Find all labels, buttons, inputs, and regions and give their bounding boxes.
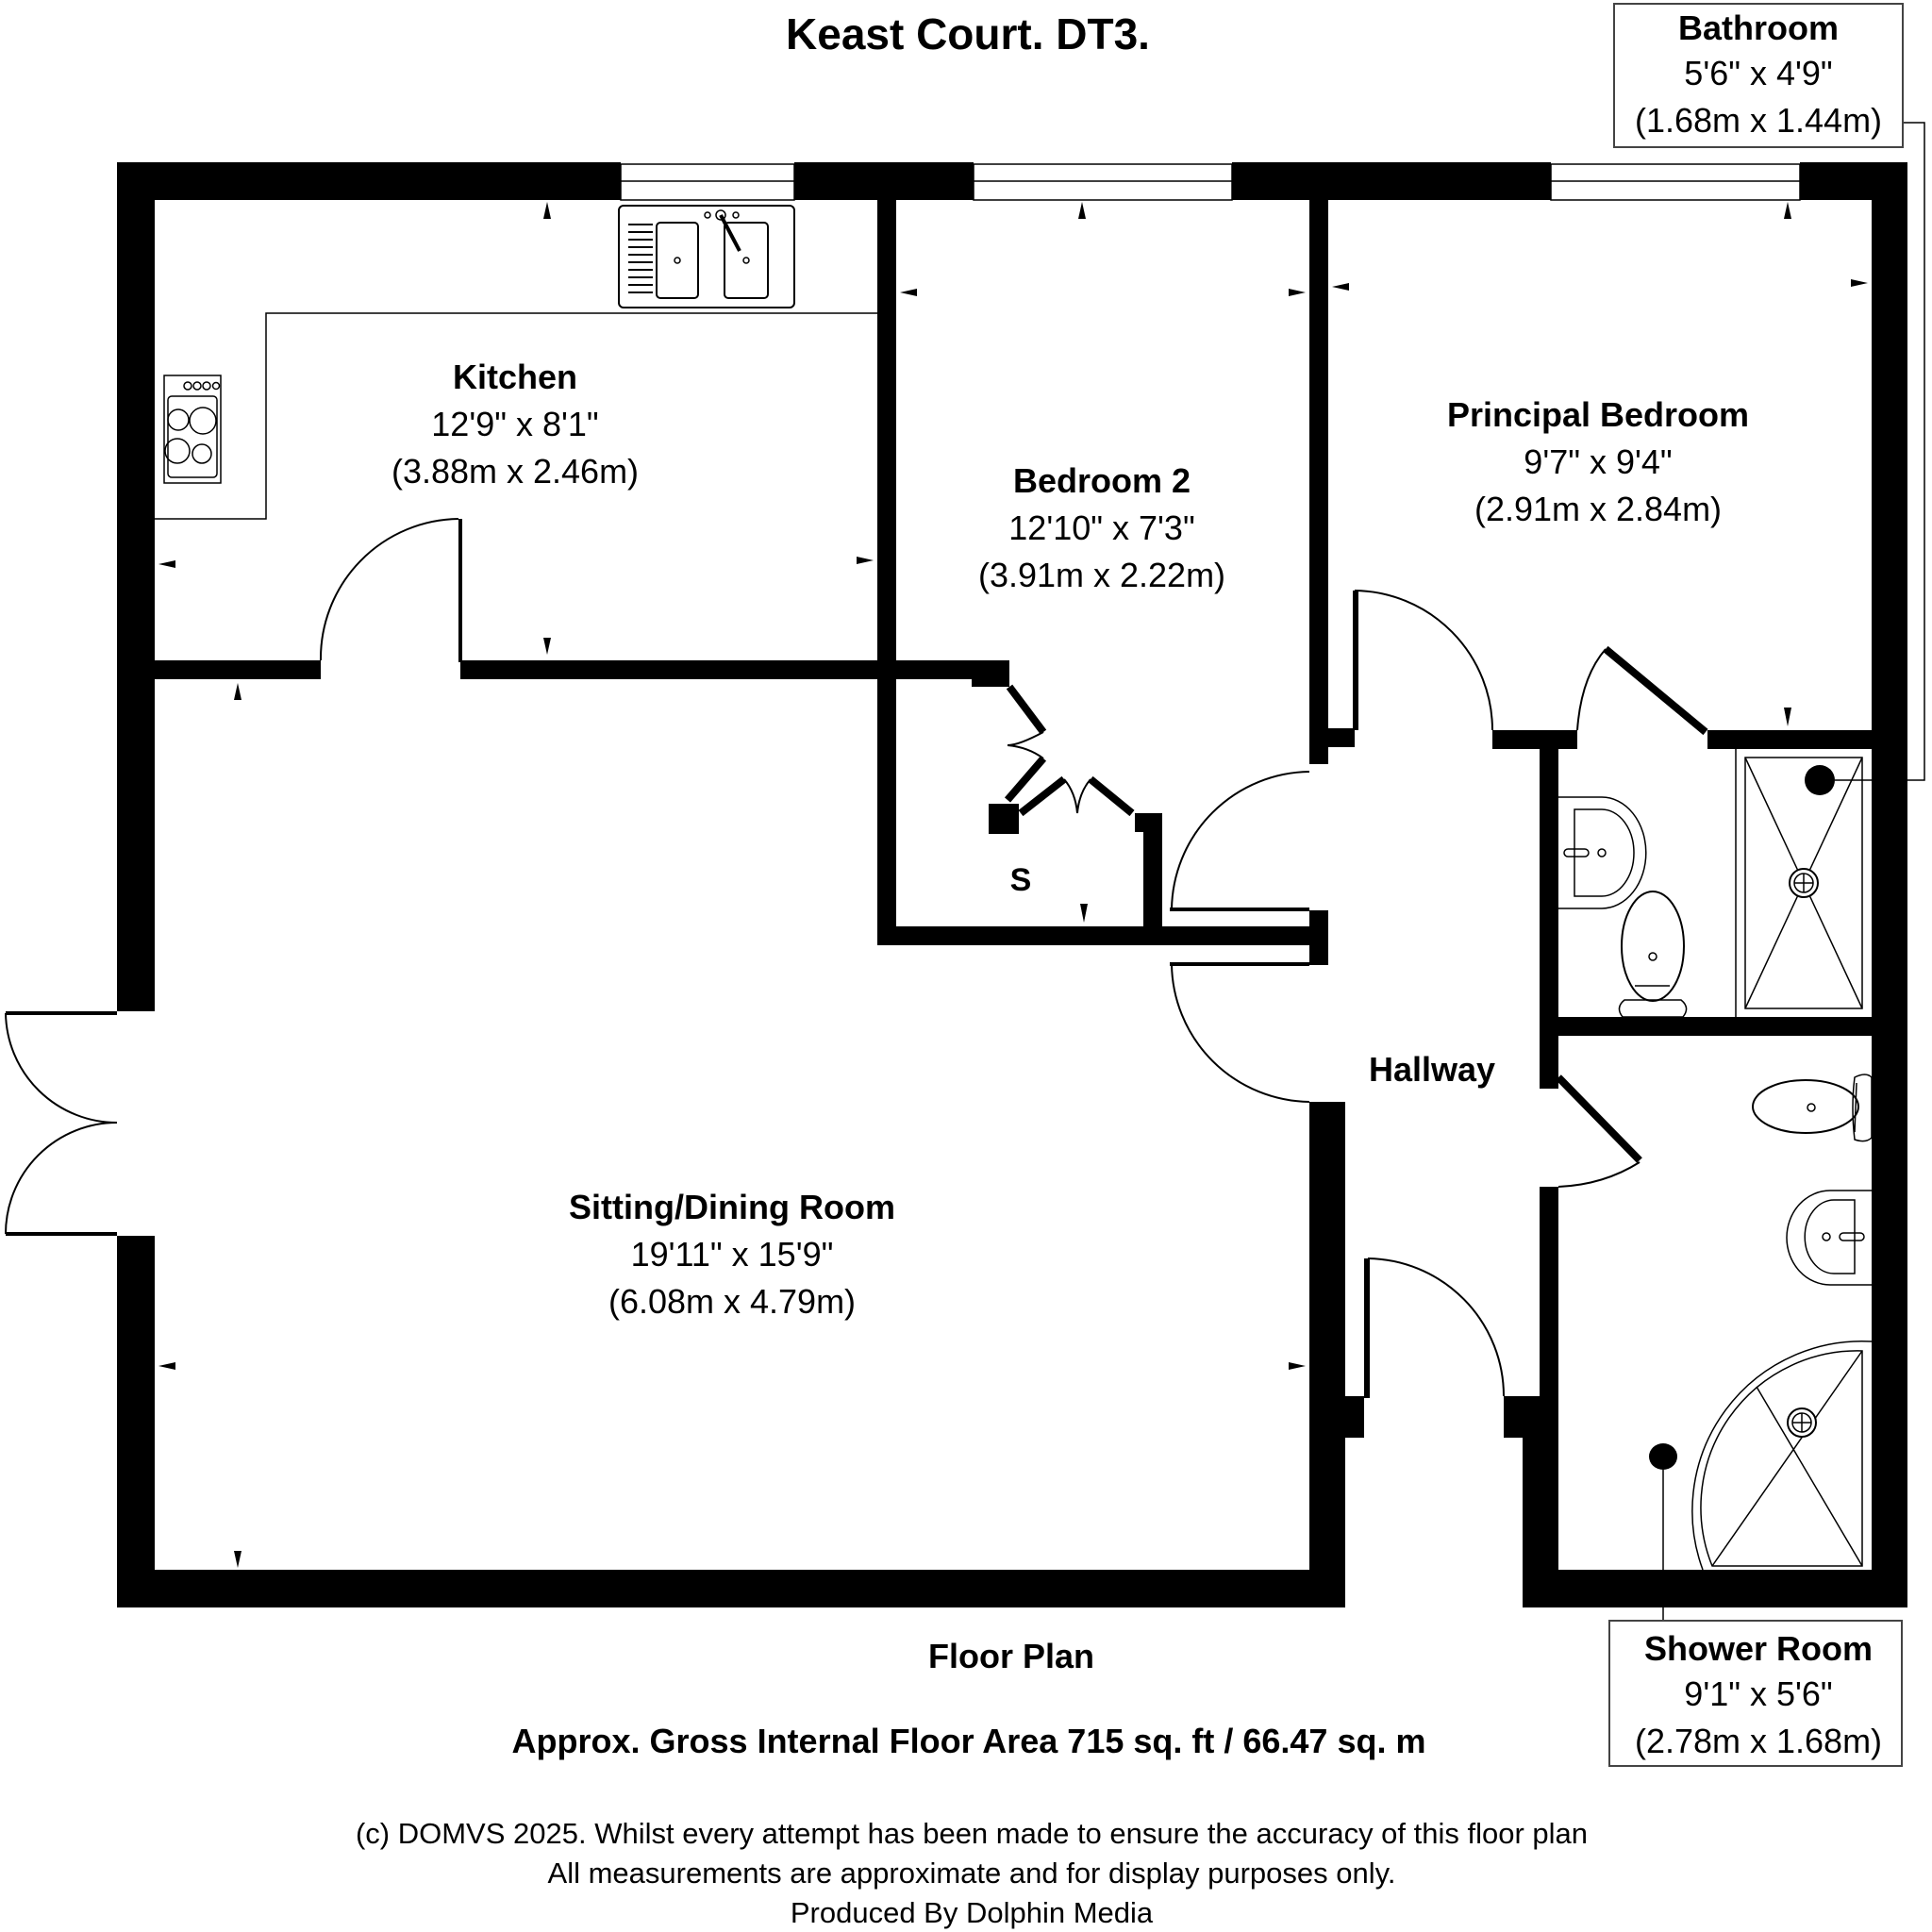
shower-room-fixtures	[1649, 1074, 1873, 1621]
room-label-bathroom: Bathroom 5'6" x 4'9" (1.68m x 1.44m)	[1613, 3, 1904, 148]
plan-title: Keast Court. DT3.	[786, 9, 1150, 58]
svg-text:9'1" x 5'6": 9'1" x 5'6"	[1684, 1674, 1832, 1713]
basin-icon	[1558, 796, 1647, 909]
toilet-icon	[1752, 1074, 1873, 1142]
doors	[5, 518, 1708, 1398]
svg-text:Shower Room: Shower Room	[1644, 1629, 1873, 1668]
room-label-bedroom-2: Bedroom 2 12'10" x 7'3" (3.91m x 2.22m)	[978, 461, 1225, 594]
plan-label: Floor Plan	[928, 1637, 1094, 1675]
quadrant-shower-icon	[1649, 1340, 1873, 1621]
toilet-icon	[1618, 891, 1688, 1018]
room-label-kitchen: Kitchen 12'9" x 8'1" (3.88m x 2.46m)	[391, 358, 639, 491]
room-label-sitting-dining: Sitting/Dining Room 19'11" x 15'9" (6.08…	[569, 1188, 895, 1321]
svg-text:Bedroom 2: Bedroom 2	[1013, 461, 1191, 500]
windows	[620, 163, 1801, 201]
svg-text:19'11" x 15'9": 19'11" x 15'9"	[631, 1235, 834, 1274]
kitchen-sink-icon	[618, 205, 795, 308]
svg-text:(3.88m x 2.46m): (3.88m x 2.46m)	[391, 452, 639, 491]
room-label-hallway: Hallway	[1369, 1050, 1495, 1089]
svg-text:12'10" x 7'3": 12'10" x 7'3"	[1008, 508, 1194, 547]
walls	[117, 162, 1907, 1607]
svg-text:Bathroom: Bathroom	[1678, 8, 1839, 47]
producer-credit: Produced By Dolphin Media	[791, 1896, 1154, 1929]
svg-text:5'6" x 4'9": 5'6" x 4'9"	[1684, 54, 1832, 92]
svg-text:Principal Bedroom: Principal Bedroom	[1447, 395, 1749, 434]
svg-text:(6.08m x 4.79m): (6.08m x 4.79m)	[608, 1282, 856, 1321]
svg-text:Kitchen: Kitchen	[453, 358, 577, 396]
svg-text:(1.68m x 1.44m): (1.68m x 1.44m)	[1635, 101, 1882, 140]
floor-area: Approx. Gross Internal Floor Area 715 sq…	[512, 1722, 1426, 1760]
svg-text:9'7" x 9'4": 9'7" x 9'4"	[1524, 442, 1672, 481]
room-label-principal-bedroom: Principal Bedroom 9'7" x 9'4" (2.91m x 2…	[1447, 395, 1749, 528]
svg-text:(2.91m x 2.84m): (2.91m x 2.84m)	[1474, 490, 1722, 528]
basin-icon	[1786, 1190, 1872, 1286]
kitchen-fixtures	[155, 205, 877, 520]
svg-text:(3.91m x 2.22m): (3.91m x 2.22m)	[978, 556, 1225, 594]
svg-text:Sitting/Dining Room: Sitting/Dining Room	[569, 1188, 895, 1226]
copyright-notice: (c) DOMVS 2025. Whilst every attempt has…	[356, 1817, 1588, 1850]
svg-text:12'9" x 8'1": 12'9" x 8'1"	[431, 405, 598, 443]
hob-icon	[163, 375, 222, 484]
room-label-store: S	[1010, 862, 1032, 898]
shower-tray-icon	[1744, 122, 1925, 1009]
svg-text:(2.78m x 1.68m): (2.78m x 1.68m)	[1635, 1722, 1882, 1760]
room-label-shower-room: Shower Room 9'1" x 5'6" (2.78m x 1.68m)	[1608, 1620, 1903, 1767]
bathroom-fixtures	[1558, 122, 1925, 1018]
disclaimer: All measurements are approximate and for…	[548, 1857, 1396, 1890]
measurement-markers	[158, 202, 1868, 1568]
